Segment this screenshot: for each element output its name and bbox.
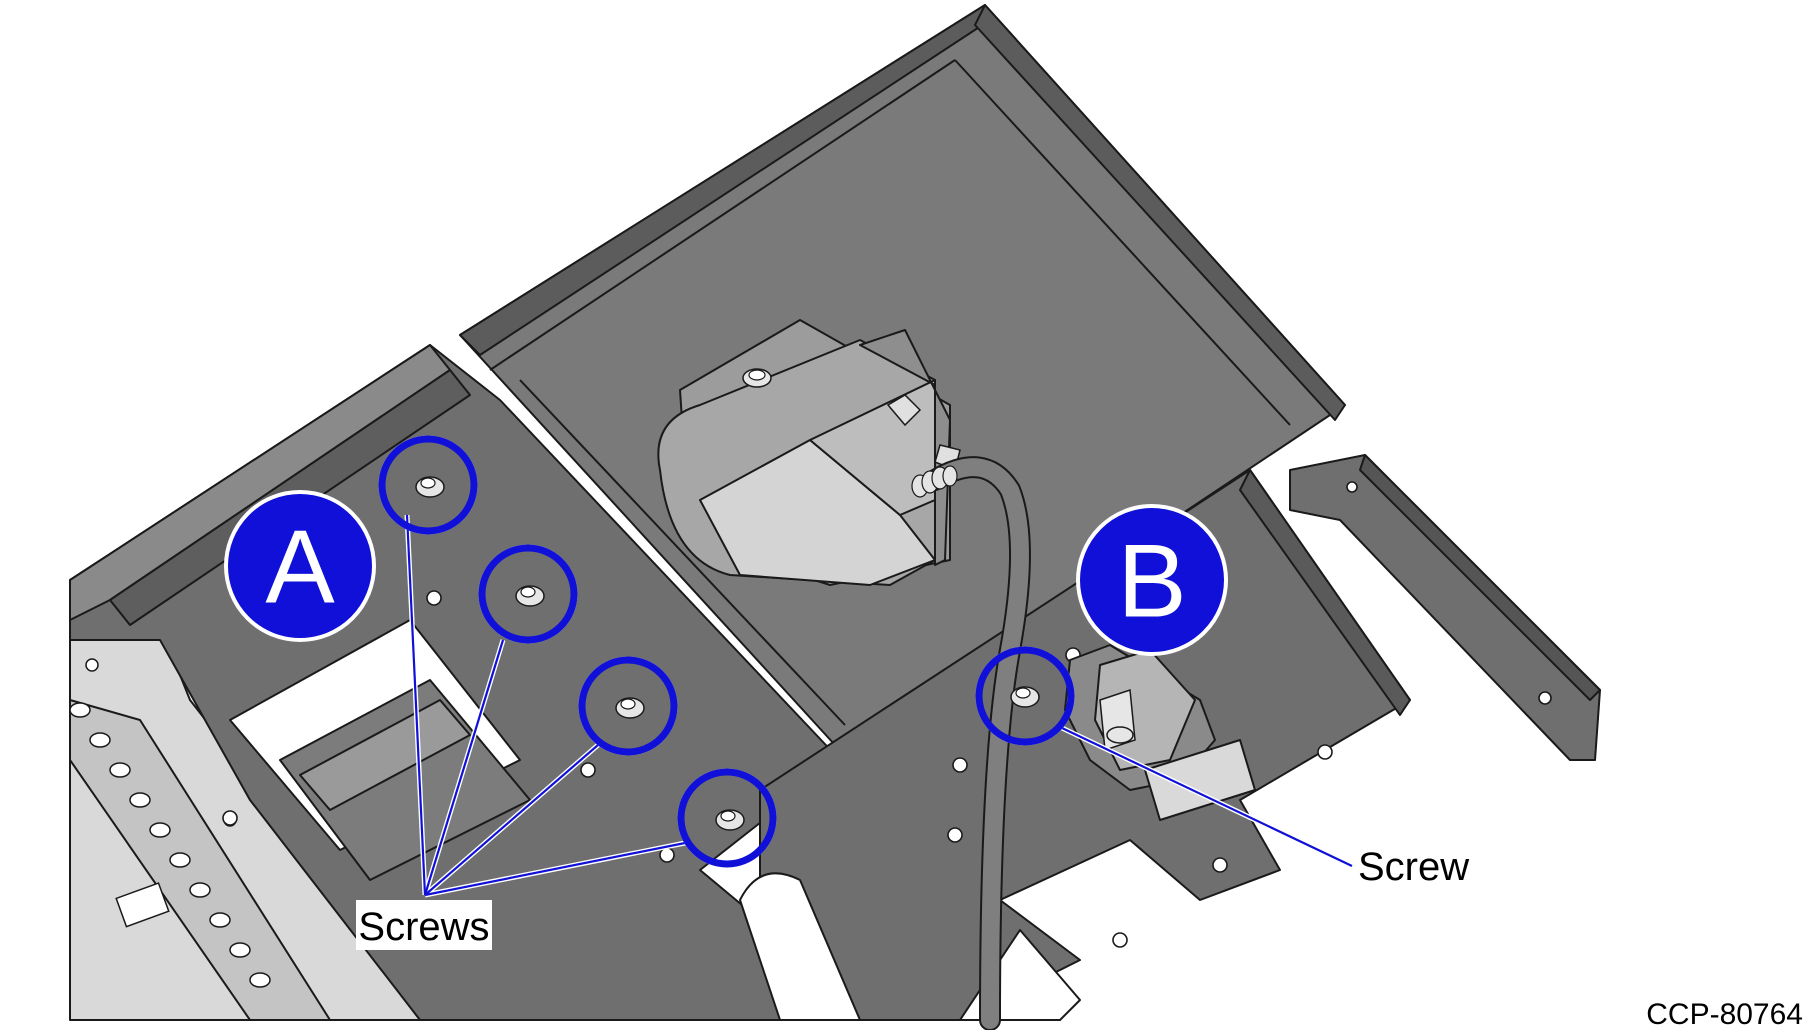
screw-icon: [415, 476, 445, 498]
screw-icon: [1010, 686, 1040, 708]
leader-lines-screws: [404, 514, 691, 898]
callout-b-letter: B: [1117, 523, 1186, 639]
screws-a-group: [415, 476, 745, 831]
screw-icon: [715, 809, 745, 831]
screw-label: Screw: [1358, 845, 1469, 889]
screw-icon: [615, 697, 645, 719]
cable-icon: [911, 456, 1031, 1030]
callout-a: A: [224, 490, 376, 642]
callout-a-letter: A: [265, 509, 335, 625]
figure-id: CCP-80764: [1646, 998, 1803, 1030]
right-rail: [1289, 454, 1601, 761]
clamp-icon: [1064, 644, 1256, 821]
clamp-pin: [1099, 688, 1136, 752]
callout-b: B: [1076, 504, 1228, 656]
screw-icon: [515, 585, 545, 607]
device-housing: [657, 319, 961, 586]
screws-label-bg: [356, 900, 492, 950]
screws-label: Screws: [358, 905, 489, 949]
top-nut-icon: [742, 368, 772, 388]
hinge-chain: [69, 702, 271, 988]
leader-line-screw: [1060, 725, 1354, 869]
screw-highlight-rings: [378, 435, 1075, 868]
